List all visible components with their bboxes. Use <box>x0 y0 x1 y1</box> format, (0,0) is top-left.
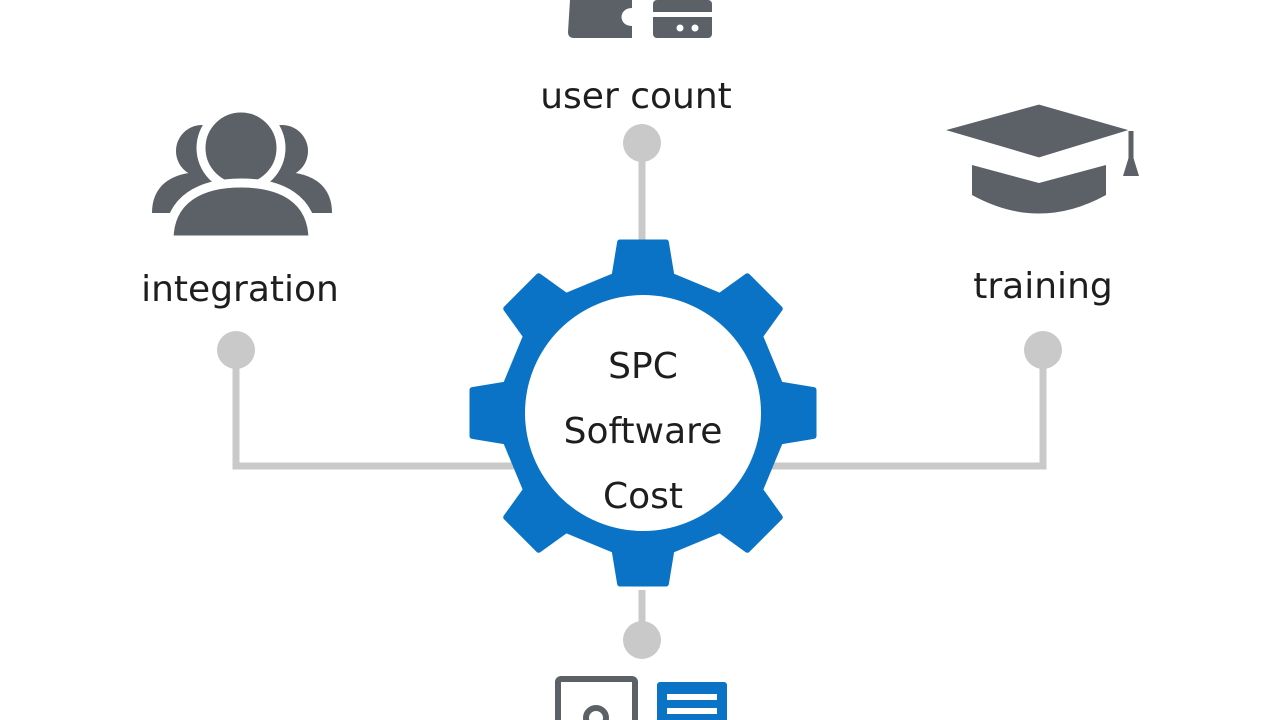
node-dot-right <box>1024 331 1062 369</box>
center-line-3: Cost <box>602 476 684 517</box>
gear-icon <box>469 239 817 587</box>
label-training: training <box>973 266 1113 307</box>
connectors <box>232 145 1047 640</box>
label-integration: integration <box>141 269 339 310</box>
node-dot-top <box>623 124 661 162</box>
node-dot-bottom <box>623 621 661 659</box>
center-line-2: Software <box>563 411 723 452</box>
users-group-icon <box>152 103 332 245</box>
label-user-count: user count <box>540 76 732 117</box>
document-list-icon <box>555 676 727 720</box>
center-line-1: SPC <box>608 346 678 387</box>
puzzle-server-icon <box>568 0 712 38</box>
connector-right <box>768 352 1047 470</box>
connector-left <box>232 352 520 470</box>
center-title: SPC Software Cost <box>533 334 753 529</box>
node-dot-left <box>217 331 255 369</box>
graduation-cap-icon <box>934 99 1140 214</box>
connector-nodes <box>217 124 1062 659</box>
